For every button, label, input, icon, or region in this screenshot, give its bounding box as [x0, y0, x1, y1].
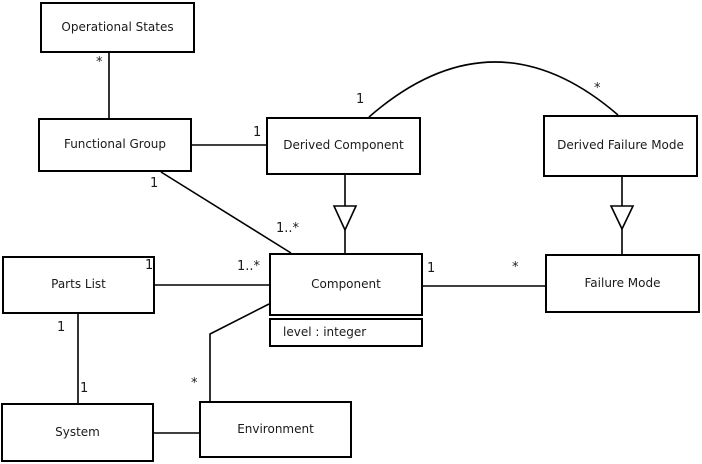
multiplicity-component-end-to-failure-mode: 1: [427, 261, 436, 276]
multiplicity-parts-list-end-to-system: 1: [57, 320, 66, 335]
node-functional-group[interactable]: Functional Group: [38, 118, 192, 172]
node-failure-mode-label: Failure Mode: [584, 275, 661, 290]
node-component-label: Component: [311, 276, 381, 291]
multiplicity-operational-states-end: *: [96, 55, 103, 70]
node-parts-list-label: Parts List: [51, 277, 106, 292]
association-functional-group-component[interactable]: [160, 171, 292, 254]
multiplicity-derived-component-arc-end: 1: [356, 92, 365, 107]
multiplicity-derived-component-end: 1: [253, 125, 262, 140]
component-attribute-level: level : integer: [283, 324, 367, 339]
node-derived-failure-mode-label: Derived Failure Mode: [557, 138, 684, 153]
multiplicity-failure-mode-end: *: [512, 260, 519, 275]
generalization-arrowhead-derived-component: [332, 205, 358, 232]
multiplicity-derived-failure-mode-arc-end: *: [594, 81, 601, 96]
multiplicity-component-end-from-functional-group: 1..*: [276, 221, 300, 236]
multiplicity-component-end-from-parts-list: 1..*: [237, 259, 261, 274]
node-environment-label: Environment: [237, 421, 314, 436]
multiplicity-functional-group-end: 1: [150, 176, 159, 191]
node-derived-component[interactable]: Derived Component: [266, 117, 421, 175]
node-system-label: System: [55, 424, 100, 439]
association-derived-component-derived-failure-mode[interactable]: [368, 61, 619, 118]
node-functional-group-label: Functional Group: [63, 137, 167, 152]
multiplicity-environment-end: *: [191, 376, 198, 391]
multiplicity-parts-list-end-to-component: 1: [145, 258, 154, 273]
node-component-attribute-compartment[interactable]: level : integer: [269, 318, 423, 347]
node-operational-states[interactable]: Operational States: [40, 2, 195, 53]
node-derived-component-label: Derived Component: [283, 138, 404, 153]
association-environment-component[interactable]: [209, 303, 270, 401]
node-system[interactable]: System: [1, 403, 154, 462]
multiplicity-system-end: 1: [80, 381, 89, 396]
generalization-arrowhead-derived-failure-mode: [609, 205, 635, 231]
node-operational-states-label: Operational States: [61, 19, 174, 34]
node-environment[interactable]: Environment: [199, 401, 352, 458]
node-component[interactable]: Component: [269, 253, 423, 316]
node-derived-failure-mode[interactable]: Derived Failure Mode: [543, 115, 698, 177]
node-parts-list[interactable]: Parts List: [2, 256, 155, 314]
node-failure-mode[interactable]: Failure Mode: [545, 254, 700, 313]
